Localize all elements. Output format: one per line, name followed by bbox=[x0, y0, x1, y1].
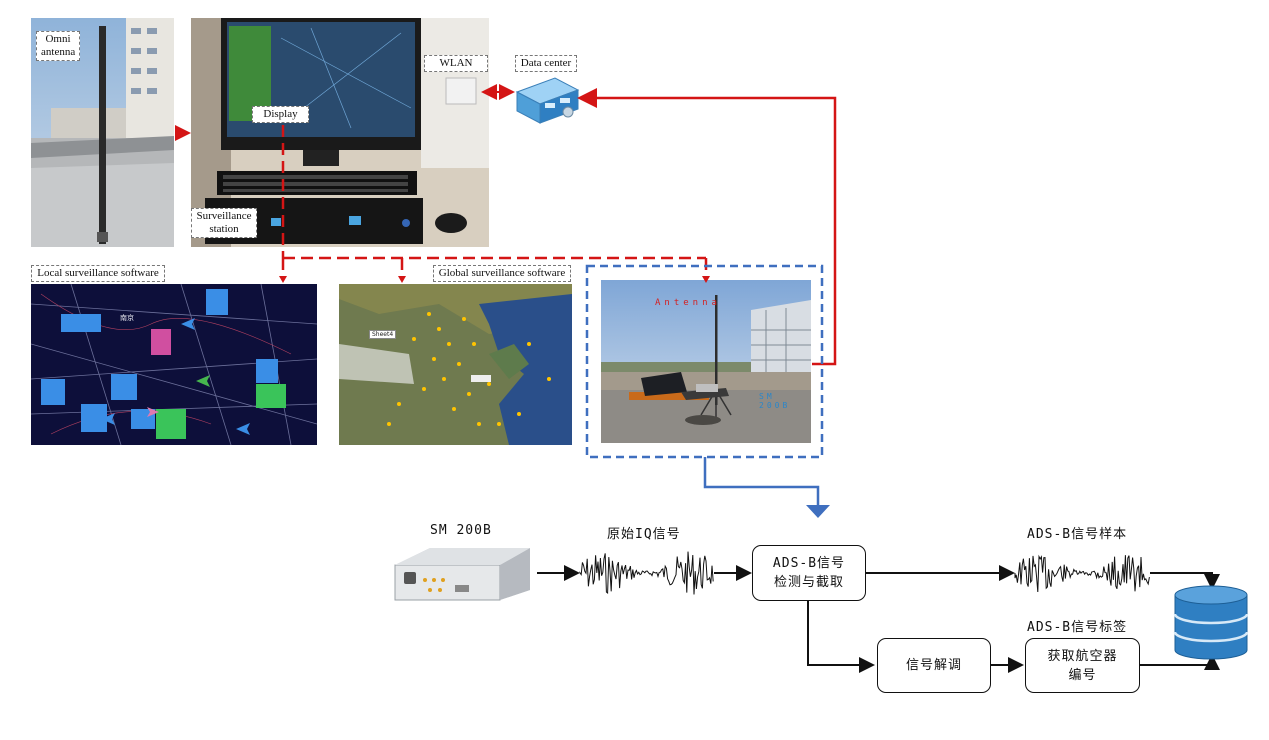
global-surveillance-label: Global surveillance software bbox=[433, 265, 571, 282]
database-icon bbox=[1173, 585, 1249, 660]
omni-antenna-image bbox=[31, 18, 174, 247]
detect-to-decode-arrow bbox=[807, 601, 875, 673]
sample-caption: ADS-B信号样本 bbox=[1027, 527, 1128, 542]
demodulation-box: 信号解调 bbox=[877, 638, 991, 693]
demodulation-box-text: 信号解调 bbox=[905, 658, 962, 673]
local-surveillance-label: Local surveillance software bbox=[31, 265, 165, 282]
detect-box-line1: ADS-B信号 bbox=[772, 556, 846, 571]
raw-iq-waveform bbox=[579, 551, 714, 595]
sample-to-db-arrow bbox=[1150, 572, 1220, 590]
omni-antenna-photo bbox=[31, 18, 174, 247]
field-receiver-text: SM 200B bbox=[759, 392, 791, 410]
surveillance-station-photo bbox=[191, 18, 489, 247]
aircraft-box-line2: 编号 bbox=[1068, 667, 1097, 683]
detect-extract-box: ADS-B信号 检测与截取 bbox=[752, 545, 866, 601]
field-antenna-text: Antenna bbox=[655, 298, 721, 308]
data-center-label: Data center bbox=[515, 55, 577, 72]
sm200b-device-icon bbox=[394, 548, 530, 601]
detect-box-line2: 检测与截取 bbox=[773, 575, 844, 590]
wlan-label: WLAN bbox=[424, 55, 488, 72]
field-to-pipeline-arrow bbox=[703, 457, 820, 505]
global-surveillance-photo: Sheet4 bbox=[339, 284, 572, 445]
aircraft-box-line1: 获取航空器 bbox=[1047, 648, 1118, 664]
omni-antenna-label: Omni antenna bbox=[36, 31, 80, 61]
omni-antenna-label-line2: antenna bbox=[41, 46, 76, 58]
local-city-text: 南京 bbox=[120, 314, 134, 322]
global-surveillance-image bbox=[339, 284, 572, 445]
surveillance-station-label-line1: Surveillance bbox=[196, 210, 252, 222]
omni-antenna-label-line1: Omni bbox=[45, 33, 71, 45]
label-caption: ADS-B信号标签 bbox=[1027, 620, 1128, 635]
surveillance-station-label: Surveillance station bbox=[191, 208, 257, 238]
global-tag-text: Sheet4 bbox=[369, 330, 397, 339]
surveillance-station-label-line2: station bbox=[209, 223, 239, 235]
aircraft-to-db-arrow bbox=[1140, 654, 1220, 670]
sample-waveform bbox=[1014, 554, 1150, 593]
field-site-photo: Antenna SM 200B bbox=[601, 280, 811, 443]
surveillance-station-image bbox=[191, 18, 489, 247]
display-label: Display bbox=[252, 106, 309, 123]
aircraft-id-box: 获取航空器 编号 bbox=[1025, 638, 1140, 693]
sm200b-caption: SM 200B bbox=[430, 523, 492, 538]
local-surveillance-photo: 南京 bbox=[31, 284, 317, 445]
local-surveillance-image bbox=[31, 284, 317, 445]
data-center-server-icon bbox=[515, 77, 580, 124]
raw-iq-caption: 原始IQ信号 bbox=[607, 527, 681, 542]
